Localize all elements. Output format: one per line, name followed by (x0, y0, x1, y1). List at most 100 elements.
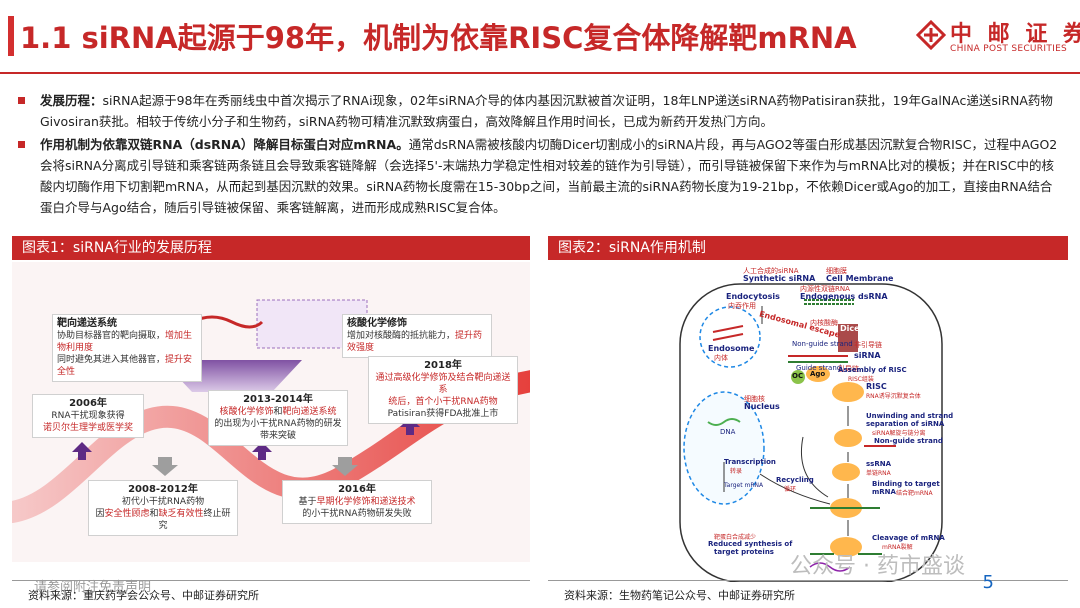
label-assembly: Assembly of RISC (838, 366, 907, 374)
figure1-timeline: 靶向递送系统 协助目标器官的靶向摄取，增加生物利用度 同时避免其进入其他器官，提… (12, 262, 530, 562)
company-logo: 中 邮 证 券 CHINA POST SECURITIES (916, 14, 1080, 64)
label-transcription: Transcription (724, 458, 776, 466)
milestone-highlight: 早期化学修饰和递送技术 (316, 497, 416, 507)
bullet-square-icon (18, 141, 25, 148)
label-reduced-2: target proteins (714, 548, 774, 556)
unwinding-complex (834, 429, 862, 447)
figure2-source: 资料来源：生物药笔记公众号、中邮证券研究所 (564, 589, 795, 602)
box-title: 核酸化学修饰 (347, 318, 407, 329)
title-accent (8, 16, 14, 56)
disclaimer-text: 请参阅附注免责声明 (34, 580, 152, 595)
reduced-protein (809, 562, 851, 572)
endosome-circle (699, 306, 761, 368)
page-number: 5 (982, 572, 994, 593)
label-endogenous: Endogenous dsRNA (800, 292, 888, 301)
mechanism-diagram (679, 283, 943, 582)
label-binding: Binding to target (872, 480, 940, 488)
endogenous-dsrna (804, 299, 854, 305)
milestone-highlight: 诺贝尔生理学或医学奖 (42, 423, 133, 433)
cleavage-complex (830, 537, 862, 557)
label-binding-2: mRNA (872, 488, 896, 496)
label-unwinding: Unwinding and strand (866, 412, 954, 420)
box-text: 协助目标器官的靶向摄取， (57, 331, 166, 341)
arrow-up-icon (400, 417, 420, 435)
endosome-sirna (712, 325, 744, 341)
footer-line-right (548, 580, 1068, 581)
label-cell-membrane: Cell Membrane (826, 274, 894, 283)
box-text-highlight: 提升药效强度 (347, 331, 483, 353)
label-recycling: Recycling (776, 476, 814, 484)
bullet-history: 发展历程：siRNA起源于98年在秀丽线虫中首次揭示了RNAi现象，02年siR… (14, 90, 1064, 132)
label-non-guide-2: Non-guide strand (874, 437, 943, 445)
label-ssrna-cn: 单链RNA (866, 470, 891, 477)
label-ssrna: ssRNA (866, 460, 891, 468)
figure1-header: 图表1：siRNA行业的发展历程 (12, 236, 530, 260)
milestone-text: 带来突破 (259, 431, 296, 441)
milestone-highlight: 缺乏有效性 (158, 509, 204, 519)
label-endogenous-cn: 内源性双链RNA (800, 285, 850, 293)
label-guide: Guide strand (796, 364, 842, 372)
delivery-system-box: 靶向递送系统 协助目标器官的靶向摄取，增加生物利用度 同时避免其进入其他器官，提… (52, 314, 202, 382)
milestone-text: 通过高级化学修饰及结合靶向递送系 (375, 373, 511, 395)
footer-line-left (12, 580, 530, 581)
milestone-text: 初代小干扰RNA药物 (121, 497, 205, 507)
bullet-text: 通常dsRNA需被核酸内切酶Dicer切割成小的siRNA片段，再与AGO2等蛋… (40, 137, 1058, 215)
page-title: 1.1 siRNA起源于98年，机制为依靠RISC复合体降解靶mRNA (20, 21, 857, 55)
milestone-text: 终止研究 (158, 509, 231, 531)
label-non-guide: Non-guide strand (792, 340, 853, 348)
label-risc: RISC (866, 382, 887, 391)
milestone-year: 2018年 (424, 360, 462, 371)
label-cleavage-cn: mRNA裂解 (882, 544, 913, 551)
figure2-mechanism: 人工合成的siRNA Synthetic siRNA 细胞膜 Cell Memb… (548, 262, 1068, 582)
milestone-year: 2008-2012年 (128, 484, 198, 495)
milestone-text: 的出现为小干扰RNA药物的研发 (214, 419, 342, 429)
milestone-2016: 2016年 基于早期化学修饰和递送技术 的小干扰RNA药物研发失败 (282, 480, 432, 524)
milestone-text: 和 (149, 509, 159, 519)
arrow-up-icon (72, 442, 92, 460)
title-bar: 1.1 siRNA起源于98年，机制为依靠RISC复合体降解靶mRNA 中 邮 … (0, 0, 1080, 78)
box-text: 同时避免其进入其他器官， (57, 355, 166, 365)
figure1-source: 资料来源：重庆药学会公众号、中邮证券研究所 (28, 589, 259, 602)
dna-helix (707, 418, 741, 426)
milestone-year: 2006年 (69, 398, 107, 409)
label-oc: OC (792, 372, 804, 380)
box-text-highlight: 增加生物利用度 (57, 331, 193, 353)
label-assembly-cn: RISC组装 (848, 376, 874, 383)
label-risc-cn: RNA诱导沉默复合体 (866, 393, 921, 400)
label-separation: separation of siRNA (866, 420, 945, 428)
milestone-highlight: 靶向递送系统 (282, 407, 337, 417)
logo-name-en: CHINA POST SECURITIES (950, 44, 1068, 54)
milestone-text: 基于 (298, 497, 317, 507)
bullet-heading: 作用机制为依靠双链RNA（dsRNA）降解目标蛋白对应mRNA。 (40, 137, 409, 152)
dicer-shape (838, 324, 858, 352)
milestone-highlight: 安全性顾虑 (104, 509, 150, 519)
milestone-2013-2014: 2013-2014年 核酸化学修饰和靶向递送系统 的出现为小干扰RNA药物的研发… (208, 390, 348, 446)
label-endocytosis-cn: 内吞作用 (728, 302, 756, 310)
arrow-down-icon (332, 457, 358, 476)
box-text-highlight: 提升安全性 (57, 355, 193, 377)
ago-protein (806, 366, 830, 382)
label-target-mrna: Target mRNA (724, 482, 764, 489)
label-endocytosis: Endocytosis (726, 292, 780, 301)
label-endonuclease: 内核酸酶 (810, 319, 838, 327)
milestone-text: Patisiran获得FDA批准上市 (387, 409, 499, 419)
milestone-year: 2016年 (338, 484, 376, 495)
label-reduced: Reduced synthesis of (708, 540, 793, 548)
label-dicer: Dicer (840, 324, 864, 333)
label-separation-cn: siRNA解旋与链分离 (872, 430, 926, 437)
milestone-highlight: 核酸化学修饰 (219, 407, 274, 417)
label-sirna: siRNA (854, 351, 881, 360)
milestone-text: 统后，首个小干扰RNA药物 (388, 397, 498, 407)
bullet-square-icon (18, 97, 25, 104)
delivery-illustration (191, 315, 264, 329)
bullet-heading: 发展历程： (40, 93, 103, 108)
oc-protein (791, 370, 805, 384)
nucleus-outline (683, 391, 765, 505)
arrow-down-icon (152, 457, 178, 476)
label-cell-membrane-cn: 细胞膜 (826, 267, 847, 275)
label-ago: Ago (810, 370, 826, 378)
label-synthetic: Synthetic siRNA (743, 274, 816, 283)
chem-mod-box: 核酸化学修饰 增加对核酸酶的抵抗能力，提升药效强度 (342, 314, 492, 358)
label-guide-cn: 引导链 (838, 365, 859, 373)
milestone-text: 的小干扰RNA药物研发失败 (302, 509, 412, 519)
